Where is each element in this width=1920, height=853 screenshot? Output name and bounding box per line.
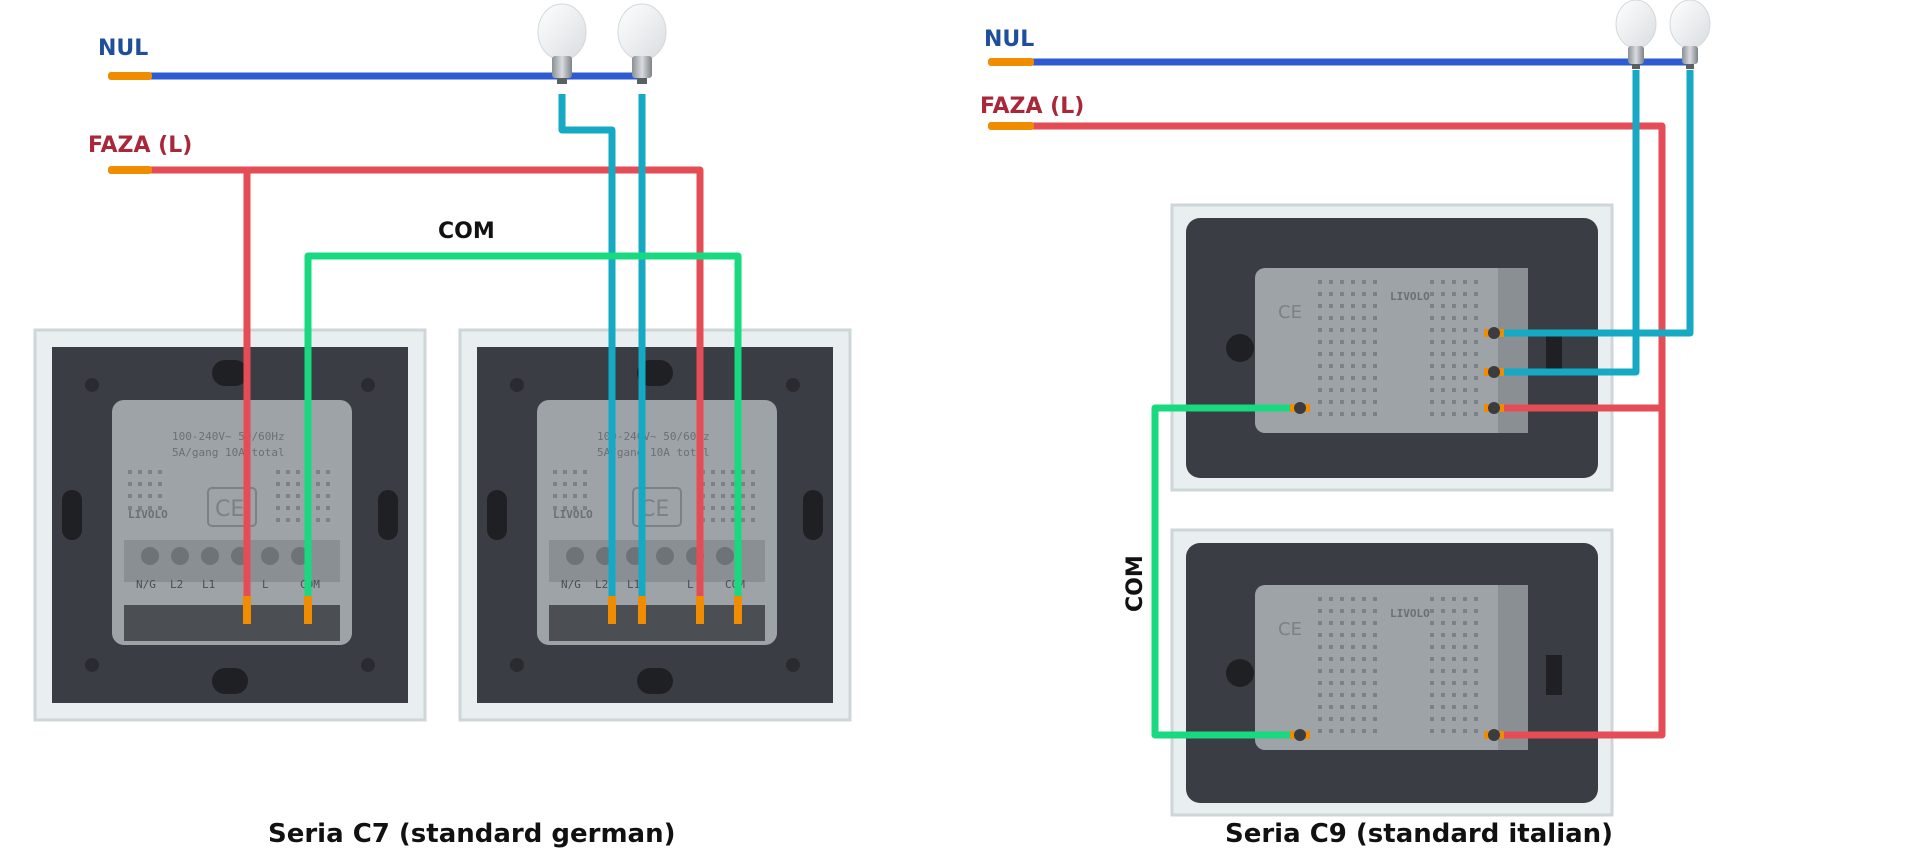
wire-tip [108, 166, 152, 174]
terminal-label-l1: L1 [627, 578, 640, 591]
wire-tip [638, 596, 646, 624]
module-brand: LIVOLO [1390, 607, 1430, 620]
wire-tip [243, 596, 251, 624]
right-faza-label: FAZA (L) [980, 94, 1084, 119]
wire-tip [988, 58, 1034, 66]
wire-tip [304, 596, 312, 624]
ce-mark-icon: CE [1278, 619, 1302, 640]
wire-tip [988, 122, 1034, 130]
lightbulb-icon [617, 3, 667, 84]
right-phase-wire [1032, 122, 1666, 739]
right-load-wire-1 [1500, 70, 1694, 337]
switch-module-2: 100-240V~ 50/60Hz 5A/gang 10A total LIVO… [537, 400, 777, 645]
terminal-label-l: L [687, 578, 694, 591]
right-caption: Seria C9 (standard italian) [1225, 819, 1613, 848]
lightbulb-icon [1669, 0, 1711, 69]
ce-mark-icon: CE [1278, 302, 1302, 323]
module-rating-2: 5A/gang 10A total [172, 446, 285, 459]
lightbulb-icon [537, 3, 587, 84]
terminal-screws [1294, 327, 1500, 741]
wire-tip [108, 72, 152, 80]
terminal-label-l2: L2 [595, 578, 608, 591]
left-phase-wire [150, 166, 704, 612]
left-load-wire-1 [558, 94, 616, 612]
svg-text:CE: CE [1278, 619, 1302, 640]
left-com-wire [304, 252, 742, 612]
module-brand: LIVOLO [553, 508, 593, 521]
left-nul-label: NUL [98, 36, 148, 61]
lightbulb-icon [1615, 0, 1657, 69]
module-brand: LIVOLO [128, 508, 168, 521]
wire-tip [696, 596, 704, 624]
right-com-wire [1151, 404, 1292, 739]
right-com-label: COM [1123, 555, 1148, 612]
module-rating-2: 5A/gang 10A total [597, 446, 710, 459]
module-rating-1: 100-240V~ 50/60Hz [597, 430, 710, 443]
switch-module-1: 100-240V~ 50/60Hz 5A/gang 10A total LIVO… [112, 400, 352, 645]
right-nul-label: NUL [984, 27, 1034, 52]
terminal-label-l1: L1 [202, 578, 215, 591]
switch-module-4: CE LIVOLO [1255, 585, 1528, 750]
svg-text:CE: CE [1278, 302, 1302, 323]
module-brand: LIVOLO [1390, 290, 1430, 303]
left-caption: Seria C7 (standard german) [268, 819, 676, 848]
terminal-label-ng: N/G [136, 578, 156, 591]
left-faza-label: FAZA (L) [88, 133, 192, 158]
ce-mark-icon: CE [207, 487, 257, 527]
wire-tip [734, 596, 742, 624]
wire-tip [608, 596, 616, 624]
left-com-label: COM [438, 219, 495, 244]
terminal-label-l: L [262, 578, 269, 591]
module-rating-1: 100-240V~ 50/60Hz [172, 430, 285, 443]
svg-text:CE: CE [215, 497, 244, 522]
terminal-label-ng: N/G [561, 578, 581, 591]
terminal-label-l2: L2 [170, 578, 183, 591]
right-load-wire-2 [1500, 70, 1640, 376]
